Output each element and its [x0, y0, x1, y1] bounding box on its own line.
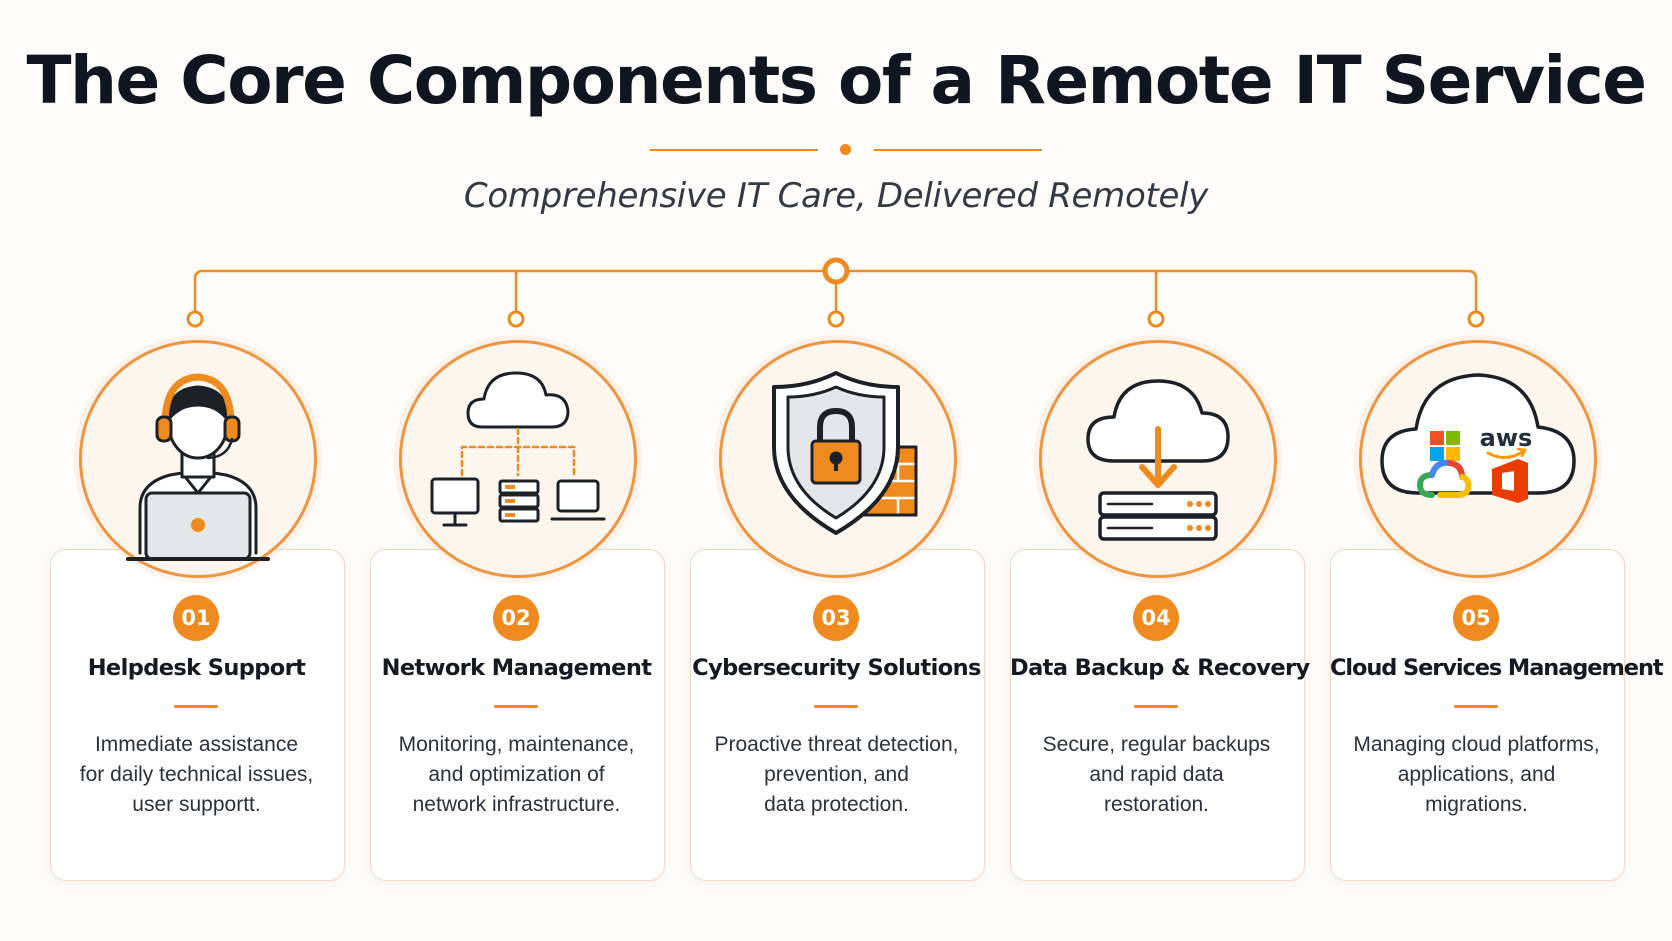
- windows-logo-icon: [1430, 431, 1460, 461]
- connector-node-05: [1467, 310, 1485, 328]
- step-badge-01: 01: [173, 595, 219, 641]
- page-title: The Core Components of a Remote IT Servi…: [26, 42, 1647, 119]
- description-line: migrations.: [1425, 793, 1528, 816]
- icon-circle-04: [1039, 340, 1277, 578]
- connector-node-04: [1147, 310, 1165, 328]
- page-subtitle: Comprehensive IT Care, Delivered Remotel…: [463, 176, 1209, 216]
- description-line: Secure, regular backups: [1042, 733, 1271, 756]
- description-line: Immediate assistance: [94, 733, 299, 756]
- connector-node-03: [827, 310, 845, 328]
- google-cloud-logo-icon: [1416, 459, 1472, 498]
- connector-node-01: [186, 310, 204, 328]
- divider-dot: [840, 144, 851, 155]
- step-badge-02: 02: [493, 595, 539, 641]
- aws-logo-icon: aws: [1480, 424, 1533, 459]
- description-line: Managing cloud platforms,: [1353, 733, 1600, 756]
- divider-line-right: [874, 149, 1042, 151]
- description-line: applications, and: [1397, 763, 1556, 786]
- component-title-05: Cloud Services Management: [1330, 655, 1664, 681]
- description-line: prevention, and: [764, 763, 909, 786]
- step-badge-04: 04: [1133, 595, 1179, 641]
- description-line: restoration.: [1103, 793, 1210, 816]
- description-line: for daily technical issues,: [79, 763, 314, 786]
- title-divider: [0, 144, 1672, 155]
- svg-text:aws: aws: [1480, 424, 1533, 452]
- component-description-04: Secure, regular backups and rapid data r…: [1010, 730, 1303, 820]
- description-line: Proactive threat detection,: [714, 733, 959, 756]
- office-logo-icon: [1492, 459, 1528, 503]
- step-badge-05: 05: [1453, 595, 1499, 641]
- icon-circle-03: [719, 340, 957, 578]
- title-underline-05: [1454, 705, 1498, 708]
- cloud-network-devices-icon: [430, 371, 606, 527]
- connector-node-02: [507, 310, 525, 328]
- component-description-02: Monitoring, maintenance, and optimizatio…: [370, 730, 663, 820]
- component-title-02: Network Management: [381, 655, 652, 681]
- cloud-backup-server-icon: [1086, 379, 1230, 541]
- component-description-01: Immediate assistance for daily technical…: [50, 730, 343, 820]
- cloud-platforms-icon: aws: [1380, 373, 1576, 503]
- description-line: and optimization of: [428, 763, 605, 786]
- icon-circle-01: [79, 340, 317, 578]
- divider-line-left: [650, 149, 818, 151]
- shield-lock-firewall-icon: [772, 371, 918, 535]
- headset-agent-laptop-icon: [126, 373, 270, 561]
- icon-circle-05: aws: [1359, 340, 1597, 578]
- component-title-01: Helpdesk Support: [87, 655, 306, 681]
- description-line: user supportt.: [132, 793, 261, 816]
- component-title-04: Data Backup & Recovery: [1010, 655, 1310, 681]
- description-line: network infrastructure.: [412, 793, 621, 816]
- icon-circle-02: [399, 340, 637, 578]
- title-underline-03: [814, 705, 858, 708]
- title-underline-01: [174, 705, 218, 708]
- component-title-03: Cybersecurity Solutions: [692, 655, 981, 681]
- description-line: and rapid data: [1089, 763, 1224, 786]
- title-underline-02: [494, 705, 538, 708]
- component-description-03: Proactive threat detection, prevention, …: [690, 730, 983, 820]
- description-line: data protection.: [764, 793, 909, 816]
- title-underline-04: [1134, 705, 1178, 708]
- component-description-05: Managing cloud platforms, applications, …: [1330, 730, 1623, 820]
- description-line: Monitoring, maintenance,: [398, 733, 635, 756]
- connector-hub: [822, 257, 850, 285]
- step-badge-03: 03: [813, 595, 859, 641]
